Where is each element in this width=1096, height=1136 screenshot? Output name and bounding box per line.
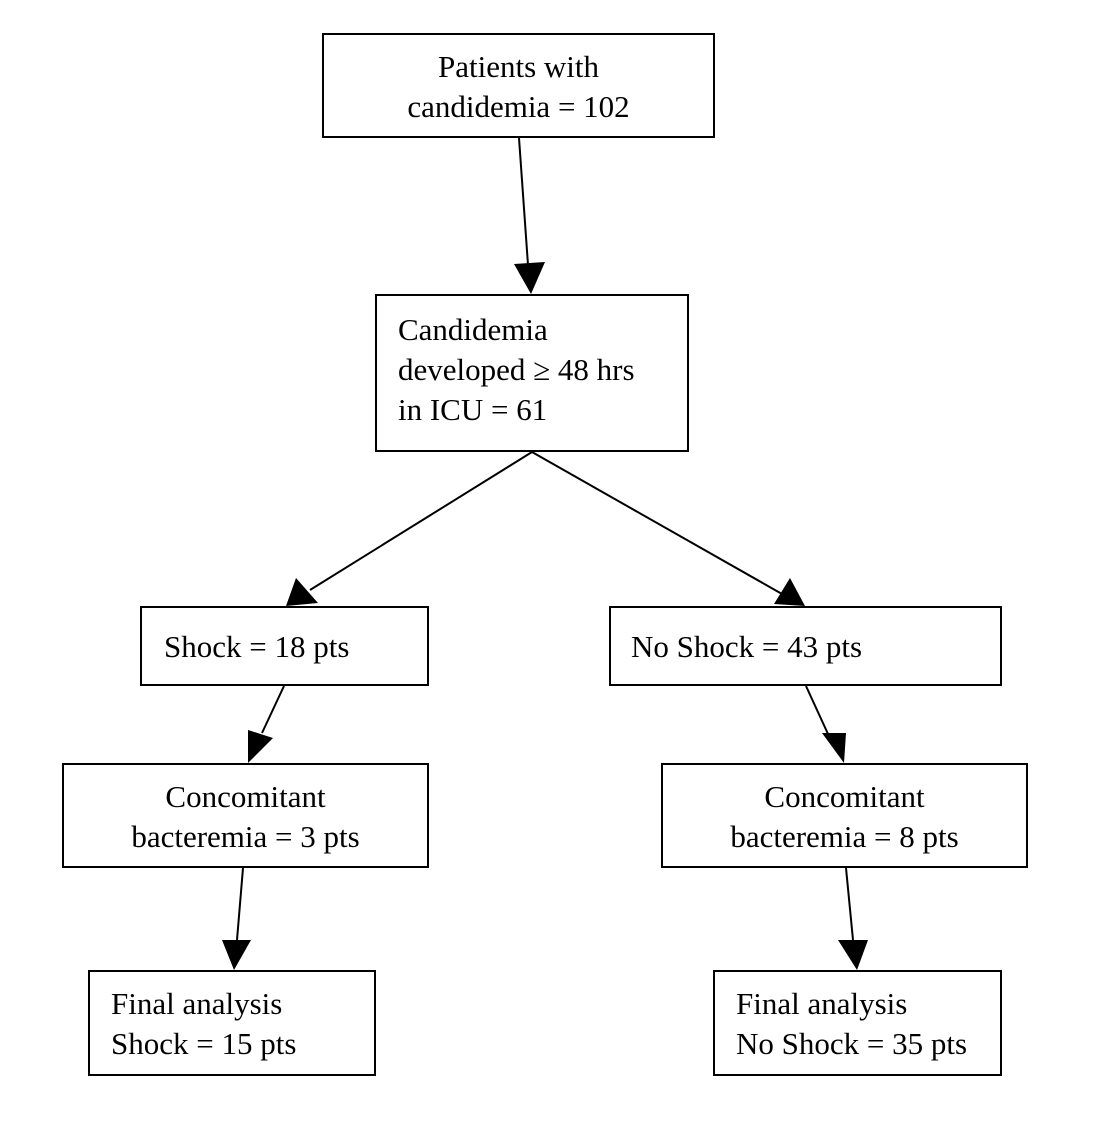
arrow-line-bacteremia-to-final-noshock [845, 867, 854, 941]
box-patients-line-1: Patients with [437, 49, 600, 84]
box-bacteremia-no-shock-line-2: bacteremia = 8 pts [730, 819, 959, 854]
arrow-line-noshock-to-bacteremia [805, 685, 829, 735]
arrowhead-icu-to-noshock [774, 578, 805, 606]
box-patients-with-candidemia: Patients with candidemia = 102 [322, 33, 715, 138]
arrowhead-icu-to-shock [286, 578, 318, 606]
box-final-shock-line-1: Final analysis [111, 986, 283, 1021]
arrow-line-icu-to-shock [309, 451, 533, 591]
box-no-shock: No Shock = 43 pts [609, 606, 1002, 686]
box-shock-line-1: Shock = 18 pts [164, 629, 350, 664]
box-final-no-shock-line-1: Final analysis [736, 986, 908, 1021]
arrowhead-noshock-to-bacteremia [822, 733, 846, 763]
box-final-analysis-shock: Final analysis Shock = 15 pts [88, 970, 376, 1076]
box-icu-line-1: Candidemia [398, 312, 548, 347]
box-bacteremia-shock-line-1: Concomitant [165, 779, 326, 814]
arrow-line-patients-to-icu [518, 137, 529, 266]
box-final-shock-line-2: Shock = 15 pts [111, 1026, 297, 1061]
box-icu-line-2: developed ≥ 48 hrs [398, 352, 635, 387]
box-bacteremia-shock-line-2: bacteremia = 3 pts [131, 819, 360, 854]
box-patients-line-2: candidemia = 102 [407, 89, 630, 124]
arrow-line-bacteremia-to-final-shock [236, 867, 244, 941]
arrowhead-patients-to-icu [514, 262, 545, 294]
box-bacteremia-shock: Concomitant bacteremia = 3 pts [62, 763, 429, 868]
arrowhead-shock-to-bacteremia [248, 730, 273, 763]
box-candidemia-in-icu: Candidemia developed ≥ 48 hrs in ICU = 6… [375, 294, 689, 452]
arrowhead-bacteremia-to-final-noshock [838, 940, 868, 970]
arrow-line-icu-to-noshock [531, 451, 783, 595]
box-final-analysis-no-shock: Final analysis No Shock = 35 pts [713, 970, 1002, 1076]
arrow-line-shock-to-bacteremia [261, 685, 285, 734]
arrowhead-bacteremia-to-final-shock [222, 940, 251, 970]
box-bacteremia-no-shock-line-1: Concomitant [764, 779, 925, 814]
box-bacteremia-no-shock: Concomitant bacteremia = 8 pts [661, 763, 1028, 868]
box-shock: Shock = 18 pts [140, 606, 429, 686]
box-no-shock-line-1: No Shock = 43 pts [631, 629, 863, 664]
box-icu-line-3: in ICU = 61 [398, 392, 548, 427]
box-final-no-shock-line-2: No Shock = 35 pts [736, 1026, 968, 1061]
